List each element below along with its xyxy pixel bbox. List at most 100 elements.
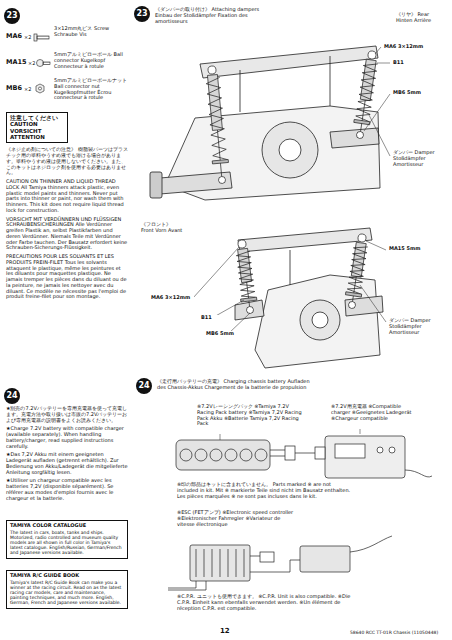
step-number: 23 xyxy=(134,6,150,22)
box-body: The latest in cars, boats, tanks and shi… xyxy=(10,530,124,556)
step-number: 24 xyxy=(4,388,20,404)
damper-figure xyxy=(208,66,217,75)
damper-figure xyxy=(345,292,361,297)
damper-figure xyxy=(238,248,252,282)
charger xyxy=(389,447,395,453)
leader-line xyxy=(377,63,390,64)
speed-controller xyxy=(244,549,245,577)
part-callout: B11 xyxy=(200,315,222,321)
rear-chassis xyxy=(200,46,378,78)
battery-pack xyxy=(210,449,222,461)
battery-pack xyxy=(176,440,295,470)
battery-pack xyxy=(255,449,267,461)
speed-controller xyxy=(190,545,250,581)
ball-nut-icon xyxy=(39,87,42,90)
battery-pack xyxy=(240,449,252,461)
speed-controller xyxy=(168,536,392,590)
damper-figure xyxy=(204,65,231,184)
battery-pack xyxy=(195,449,207,461)
front-chassis xyxy=(300,300,340,340)
damper-figure xyxy=(352,276,356,302)
rear-chassis xyxy=(160,172,232,194)
part-code: MA15 xyxy=(6,59,28,66)
rear-chassis xyxy=(279,139,301,161)
damper-figure xyxy=(206,77,227,161)
leader-line xyxy=(220,434,221,440)
part-callout: MB6 5mm xyxy=(205,331,247,337)
battery-pack xyxy=(180,449,192,461)
rear-chassis xyxy=(150,46,380,200)
box-heading: TAMIYA R/C GUIDE BOOK xyxy=(10,573,124,579)
note-text: ★Utiliser un chargeur compatible avec le… xyxy=(6,478,128,501)
ball-connector-icon xyxy=(37,60,51,67)
damper-figure xyxy=(207,75,222,131)
step-number: 23 xyxy=(4,8,20,24)
charger xyxy=(315,447,325,459)
leader-line xyxy=(360,285,386,322)
note-text: ※印の部品はキットに含まれていません。 Parts marked ※ are n… xyxy=(176,482,353,499)
damper-figure xyxy=(344,233,371,310)
speed-controller xyxy=(220,549,221,577)
leader-line xyxy=(369,115,390,156)
view-label: 《リヤ》 Rear Hinten Arrière xyxy=(395,12,442,24)
rear-chassis xyxy=(330,56,331,106)
screw-icon xyxy=(34,34,49,41)
note-text: ★Das 7,2V Akku mit einem geeigneten Lade… xyxy=(6,452,128,475)
note-text: ※C.P.R. ユニットも使用できます。 ※C.P.R. Unit is als… xyxy=(176,594,353,611)
ball-nut-icon xyxy=(36,84,44,93)
option-label: ※7.2Vレーシングパック ※Tamiya 7.2V Racing Pack b… xyxy=(196,404,308,427)
info-box: TAMIYA R/C GUIDE BOOKTamiya's latest R/C… xyxy=(6,570,128,609)
speed-controller xyxy=(350,536,392,552)
note-text: ★Charge 7.2V battery with compatible cha… xyxy=(6,426,128,449)
box-body: Tamiya's latest R/C Guide Book can make … xyxy=(10,580,124,606)
damper-figure xyxy=(218,176,226,184)
step-title: 《走行用バッテリーの充電》 Charging chassis battery A… xyxy=(156,379,318,391)
speed-controller xyxy=(168,556,300,590)
speed-controller xyxy=(236,549,237,577)
part-quantity: ×2 xyxy=(28,61,38,67)
battery-pack xyxy=(285,446,295,460)
option-label: ※ESC (FETアンプ) ※Electronic speed controll… xyxy=(176,510,298,527)
front-chassis xyxy=(255,275,380,368)
caution-text: PRECAUTIONS POUR LES SOLVANTS ET LES PRO… xyxy=(6,254,128,300)
damper-figure xyxy=(236,251,255,299)
speed-controller xyxy=(196,549,197,577)
part-quantity: ×2 xyxy=(24,35,34,41)
damper-figure xyxy=(212,159,228,163)
damper-figure xyxy=(348,301,356,309)
part-callout: B11 xyxy=(392,60,424,66)
part-callout: MA6 3×12mm xyxy=(383,44,440,50)
damper-figure xyxy=(234,239,259,314)
damper-figure xyxy=(247,282,250,307)
charger xyxy=(295,453,315,454)
damper-figure xyxy=(354,119,370,124)
battery-pack xyxy=(225,449,237,461)
front-chassis xyxy=(238,228,372,252)
ball-nut-icon xyxy=(36,84,44,93)
leader-line xyxy=(364,94,390,131)
page-number: 12 xyxy=(220,627,234,635)
charger xyxy=(295,436,432,478)
damper-figure xyxy=(355,62,377,122)
leader-line xyxy=(360,429,361,434)
rear-chassis xyxy=(240,70,241,112)
damper-figure xyxy=(357,233,366,242)
caution-text: CAUTION ON THINNER AND LIQUID THREAD LOC… xyxy=(6,179,128,214)
part-name: 5mmアルミピローボールナット Ball connector nut Kugel… xyxy=(54,78,129,101)
ball-connector-icon xyxy=(37,60,44,67)
damper-figure xyxy=(246,306,254,314)
damper-figure xyxy=(360,100,365,132)
battery-pack xyxy=(176,440,270,470)
leader-line xyxy=(375,47,381,54)
part-callout: ダンパー Damper Stoßdämpfer Amortisseur xyxy=(392,150,442,167)
part-callout: MA15 5mm xyxy=(388,246,440,252)
caution-text: VORSICHT MIT VERDÜNNERN UND FLÜSSIGEN SC… xyxy=(6,217,128,252)
speed-controller xyxy=(212,549,213,577)
front-chassis xyxy=(312,312,328,328)
speed-controller xyxy=(228,549,229,577)
option-label: ※7.2V用充電器 ※Compatible charger ※Geeignete… xyxy=(330,404,422,421)
caution-box: 注意してください CAUTION VORSICHT ATTENTION xyxy=(6,112,68,143)
charger xyxy=(335,444,365,458)
part-callout: MA6 3×12mm xyxy=(150,295,194,301)
box-heading: 23 xyxy=(6,11,17,20)
